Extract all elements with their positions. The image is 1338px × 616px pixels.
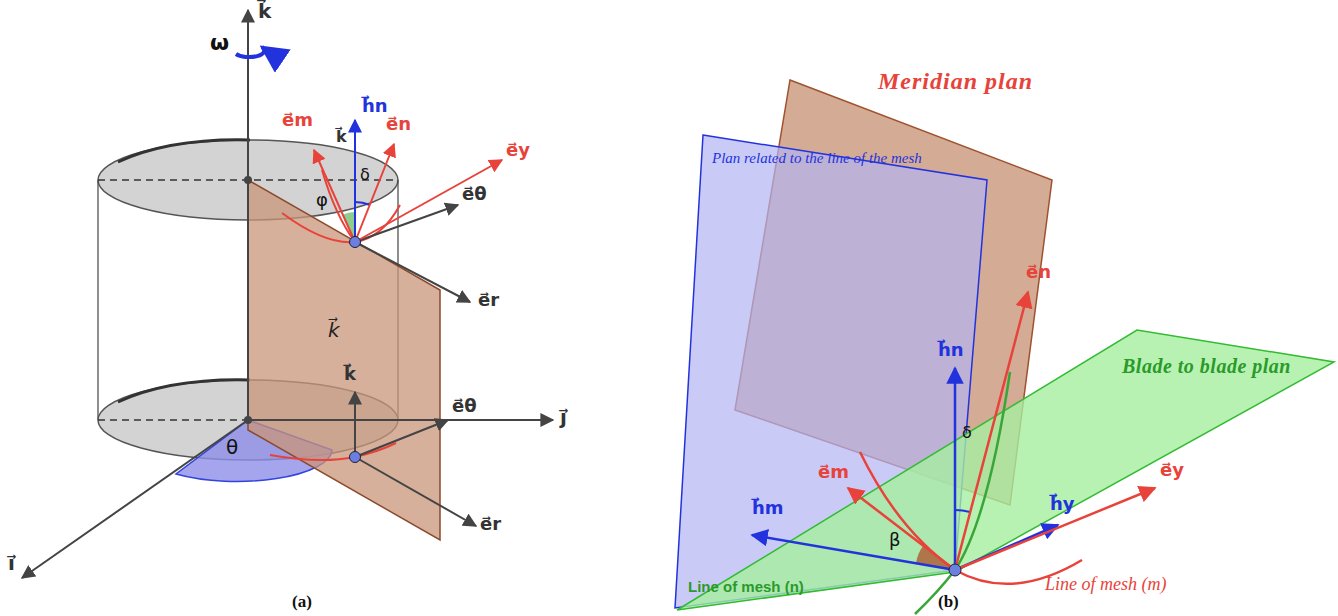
rotation-label: ω [210, 30, 229, 55]
delta-arc [355, 202, 370, 205]
axes [22, 10, 553, 578]
vector-label: k⃗ [344, 364, 356, 385]
vector-label: h⃗y [1050, 494, 1075, 515]
vector-label: e⃗y [1160, 460, 1184, 481]
plane-shape [677, 330, 1334, 610]
point [949, 564, 961, 576]
vector-label: e⃗r [478, 290, 499, 311]
top-vectors [314, 120, 502, 302]
vector-label: e⃗m [818, 462, 849, 483]
angle-label: δ [360, 166, 370, 184]
angle-label: β [889, 530, 901, 551]
plane-outline [248, 180, 440, 540]
vector-label: k⃗ [336, 128, 347, 146]
vector-label: e⃗n [386, 114, 411, 135]
dark-arc [118, 380, 250, 402]
vector-label: e⃗y [506, 140, 530, 161]
plane-label: Meridian plan [878, 68, 1033, 95]
delta-arc [955, 510, 970, 512]
point [350, 452, 361, 463]
angle-label: φ [316, 190, 328, 211]
cylinder-side [97, 180, 98, 420]
panel-label: (a) [292, 592, 312, 612]
vector-label: e⃗n [1026, 262, 1051, 283]
panel-label: (b) [938, 592, 959, 612]
meridian-plane: k⃗ [248, 180, 440, 540]
vector-label: e⃗m [282, 110, 313, 131]
vector-label: e⃗r [480, 514, 501, 535]
plane-shape [248, 180, 440, 540]
plane-label: k⃗ [328, 318, 340, 342]
axis-label: i⃗ [8, 552, 15, 575]
vector-label: e⃗θ [462, 184, 487, 205]
axis-label: j⃗ [560, 406, 567, 429]
vector-label: h⃗m [752, 498, 784, 519]
plane-label: Plan related to the line of the mesh [712, 150, 922, 167]
dark-arc [118, 140, 250, 162]
angle-label: θ [226, 436, 238, 459]
mesh-line-label: Line of mesh (n) [688, 578, 804, 595]
origin-dot [244, 176, 252, 184]
origin-dot [244, 416, 252, 424]
vector-label: h⃗n [938, 340, 964, 361]
plane-vectors [752, 292, 1155, 570]
angle-label: δ [962, 424, 972, 442]
vector-label: e⃗θ [452, 396, 477, 417]
mesh-line [270, 443, 396, 460]
blade-to-blade-plane: Blade to blade plan [677, 330, 1334, 610]
mesh-line-label: Line of mesh (m) [1045, 574, 1166, 595]
rotation-arrow [236, 47, 264, 57]
axis-label: k⃗ [258, 0, 271, 23]
bottom-vectors [355, 392, 476, 526]
plane-label: Blade to blade plan [1122, 355, 1291, 378]
point [350, 237, 361, 248]
mesh-line-n [915, 372, 1010, 614]
vector-label: h⃗n [362, 96, 388, 117]
